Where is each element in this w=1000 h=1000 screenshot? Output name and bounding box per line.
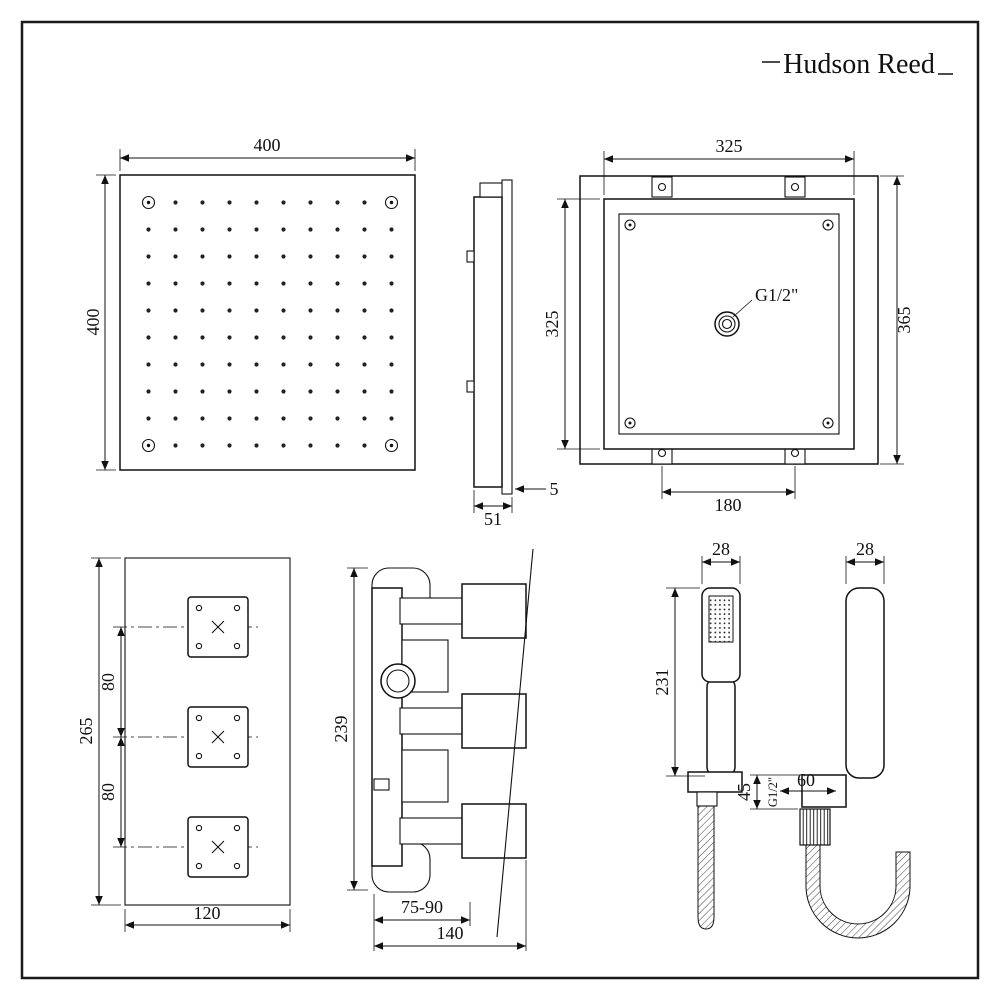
head-side-view: 5 51 [466,179,559,529]
valve-side-handles [461,583,527,859]
back-screws [624,219,834,429]
dim-back-height: 325 [542,198,600,450]
dim-back-overall: 365 [880,175,914,465]
dim-handset-length-label: 231 [652,669,672,696]
dim-back-bracket-label: 180 [715,495,742,515]
valve-stems [399,597,463,845]
dim-valve-height-label: 265 [76,718,96,745]
back-inner-outline [618,213,840,435]
dim-valve-width-label: 120 [194,903,221,923]
hose-knurled-nut [799,808,831,846]
handset-outlet-stub [696,791,718,807]
dim-head-width-label: 400 [254,135,281,155]
dim-back-height-label: 325 [542,311,562,338]
water-inlet: G1/2" [714,285,798,337]
valve-body-spine [371,587,403,867]
dim-valve-height: 265 [76,557,121,906]
dim-head-width: 400 [119,135,416,171]
dim-handset-length: 231 [652,587,705,777]
nozzle-grid [133,188,403,458]
dim-valve-side-height-label: 239 [331,716,351,743]
page-border [20,20,980,980]
handset-side-view: 28 45 G1/2" 60 [734,539,911,939]
dim-valve-width: 120 [124,903,291,932]
valve-side-view: 239 75-90 140 [331,548,534,951]
valve-handle-1 [187,596,249,658]
head-side-notch-2 [466,380,475,393]
valve-front-view: 265 80 80 120 [76,557,291,932]
dim-back-width-label: 325 [716,136,743,156]
head-side-body [473,196,503,488]
dim-valve-depth-total-label: 140 [437,923,464,943]
dim-handset-side-width-label: 28 [856,539,874,559]
head-side-top-tab [479,182,503,198]
dim-side-lip-label: 5 [550,479,559,499]
dim-head-height: 400 [83,174,116,471]
valve-block-1 [401,639,449,693]
handset-spray-face [708,595,734,643]
dim-outlet-offset: 60 [780,770,836,795]
dim-valve-depth-total: 140 [374,860,527,951]
valve-knob-outer [380,663,416,699]
dim-valve-depth-range: 75-90 [373,894,471,951]
dim-outlet-height: 45 [734,774,800,810]
head-back-view: G1/2" 325 325 365 180 [542,136,914,515]
valve-handle-2 [187,706,249,768]
dim-side-lip: 5 [515,479,559,499]
outlet-thread-label: G1/2" [766,777,780,807]
head-front-view: 400 400 [83,135,416,471]
dim-valve-gap-top-label: 80 [98,673,118,691]
dim-outlet-offset-label: 60 [797,770,815,790]
handset-hose-front [697,805,715,930]
valve-knob-inner [386,669,410,693]
wall-reference-line [496,548,534,938]
handset-handle [706,677,736,777]
inlet-leader-line [732,299,753,318]
dim-valve-side-height: 239 [331,567,368,891]
inlet-thread-label: G1/2" [755,285,798,305]
dim-valve-gap-bottom-label: 80 [98,783,118,801]
dim-side-depth: 51 [473,490,513,529]
dim-side-depth-label: 51 [484,509,502,529]
head-side-flange [501,179,513,495]
dim-valve-gap-top: 80 [98,627,125,737]
dim-back-width: 325 [603,136,855,195]
brand-logo: Hudson Reed [762,49,953,80]
dim-outlet-height-label: 45 [734,783,754,801]
valve-detail-tab [373,778,390,791]
dim-handset-side-width: 28 [845,539,885,584]
dim-valve-gap-bottom: 80 [98,737,125,847]
dim-handset-front-width: 28 [701,539,741,584]
mounting-tabs [651,176,806,465]
brand-name: Hudson Reed [783,49,935,80]
dim-back-bracket: 180 [661,466,796,515]
dim-handset-front-width-label: 28 [712,539,730,559]
handset-side-body [845,587,885,779]
handset-hose-side [805,844,911,939]
head-face-screws [141,195,399,453]
dim-back-overall-label: 365 [894,307,914,334]
dim-head-height-label: 400 [83,309,103,336]
handset-front-view: 28 231 [652,539,743,930]
head-side-notch-1 [466,250,475,263]
dim-valve-depth-range-label: 75-90 [401,897,443,917]
valve-handle-3 [187,816,249,878]
valve-block-2 [401,749,449,803]
